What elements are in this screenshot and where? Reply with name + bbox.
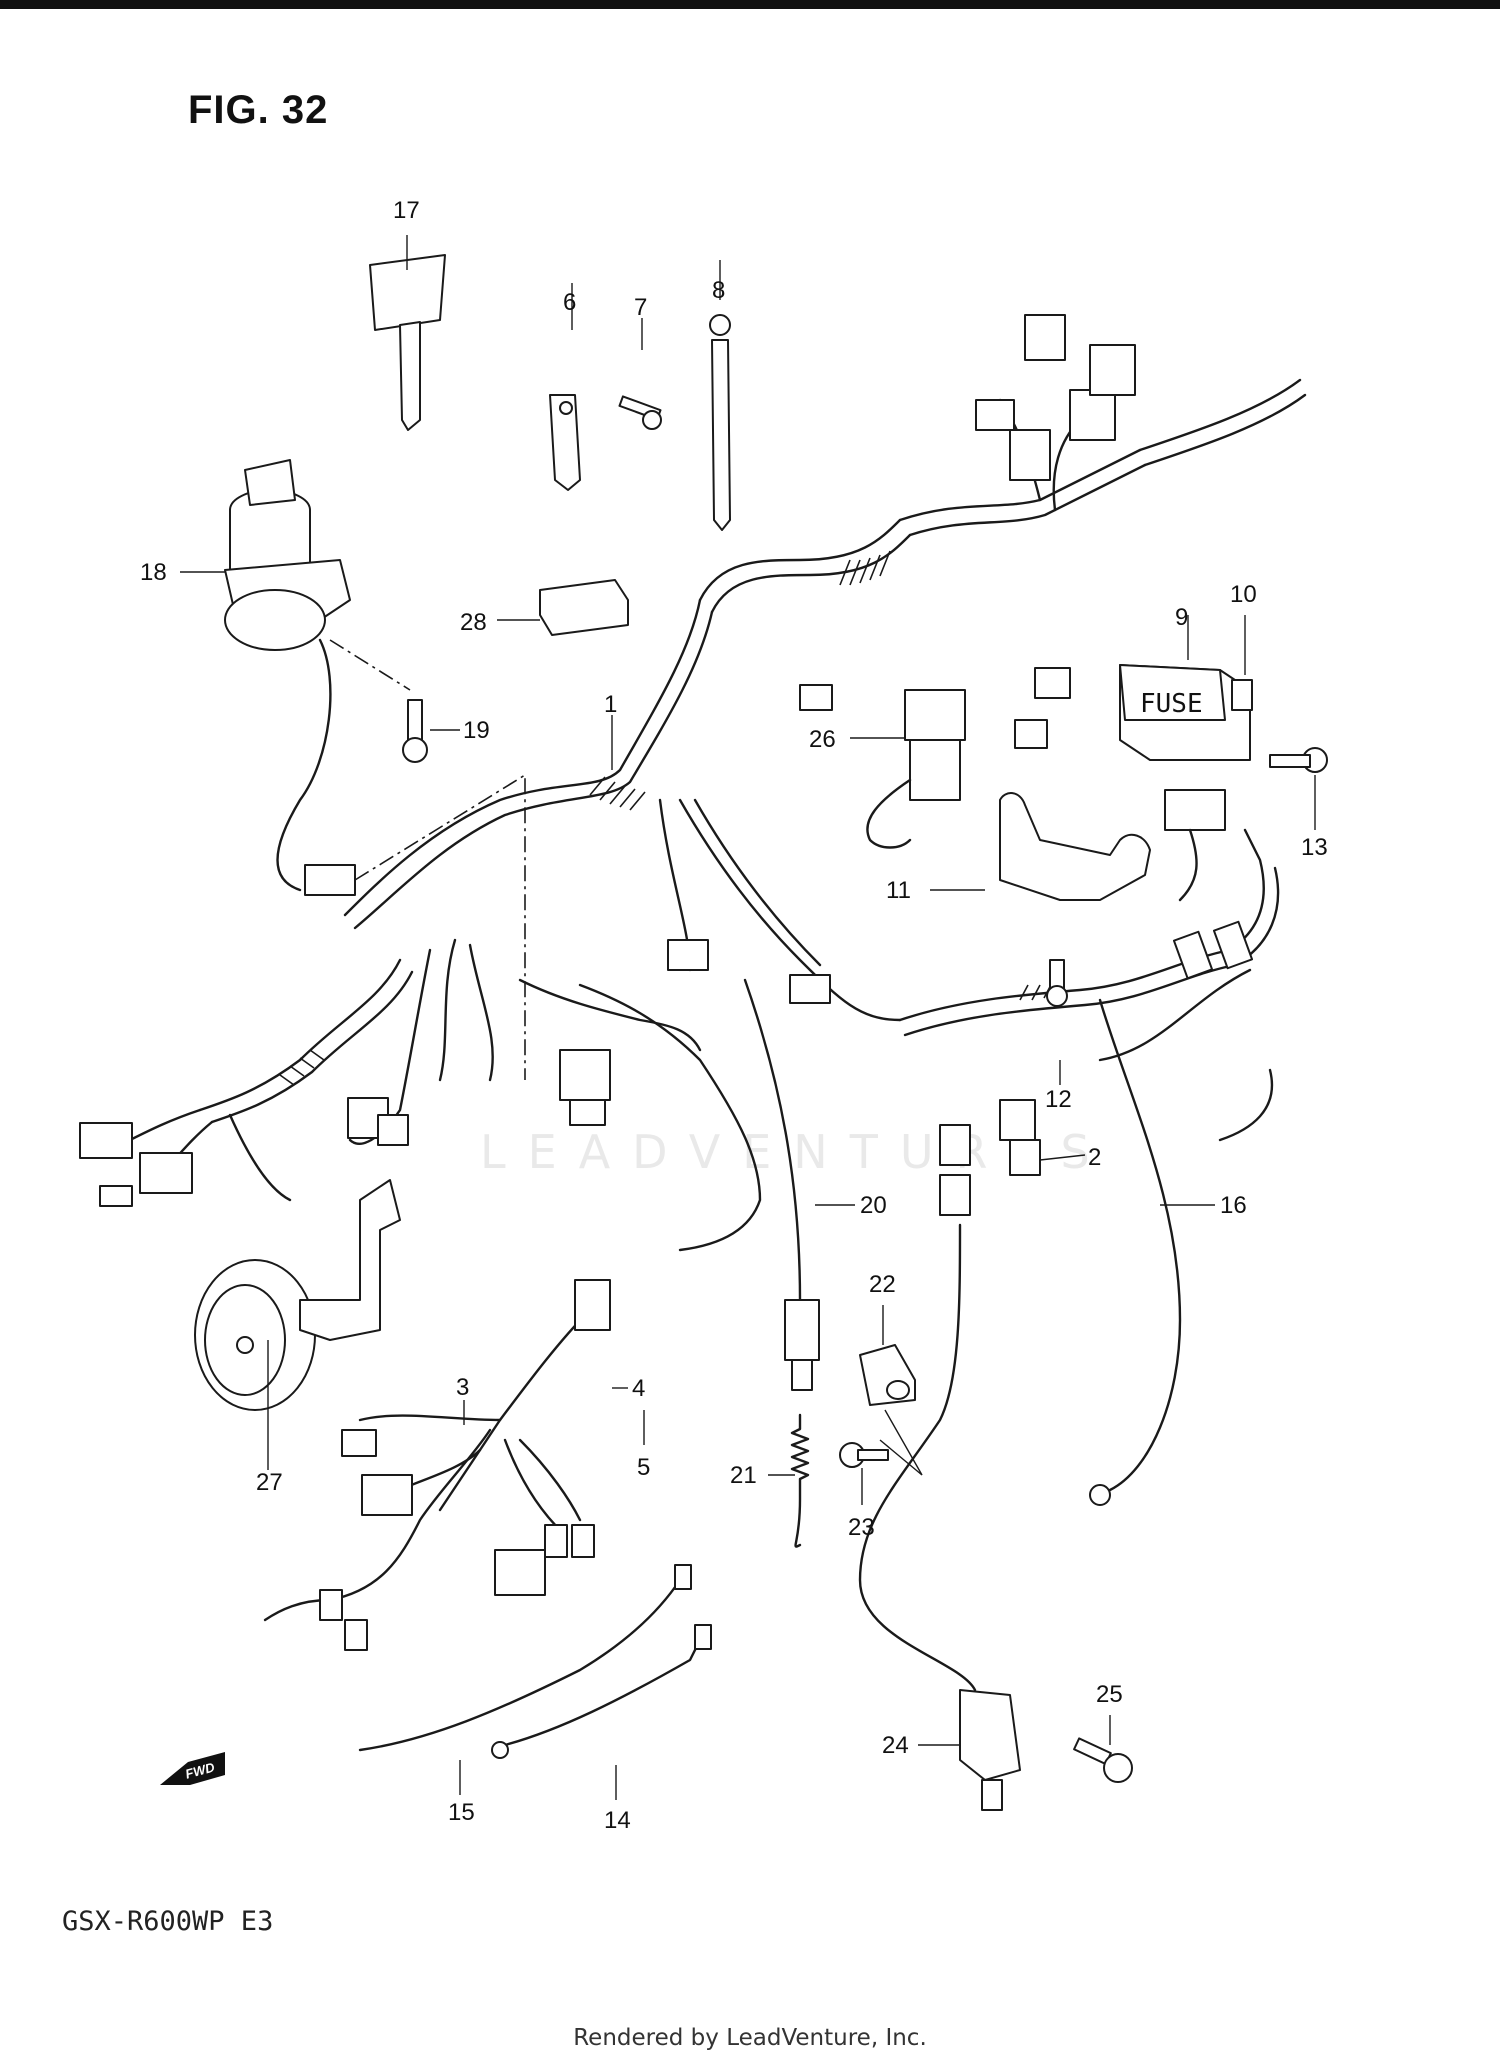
part-26-relay bbox=[866, 689, 966, 849]
callout-6: 6 bbox=[563, 289, 576, 316]
callout-14: 14 bbox=[604, 1807, 631, 1834]
part-25-bolt bbox=[1073, 1737, 1133, 1783]
callout-20: 20 bbox=[860, 1192, 887, 1219]
model-code: GSX-R600WP E3 bbox=[62, 1906, 274, 1937]
leader-lines bbox=[180, 235, 1316, 1800]
callout-10: 10 bbox=[1230, 581, 1257, 608]
callout-23: 23 bbox=[848, 1514, 875, 1541]
part-16-terminal bbox=[1089, 1484, 1111, 1506]
callout-12: 12 bbox=[1045, 1086, 1072, 1113]
callout-5: 5 bbox=[637, 1454, 650, 1481]
part-13-bolt bbox=[1269, 747, 1328, 773]
part-6-bracket bbox=[549, 394, 581, 491]
guide-line-18 bbox=[354, 773, 526, 1080]
part-10-fuse bbox=[1231, 679, 1253, 711]
part-11-bracket bbox=[999, 792, 1151, 901]
callout-9: 9 bbox=[1175, 604, 1188, 631]
callout-labels: 1 2 3 4 5 6 7 8 9 10 11 12 13 14 15 16 1… bbox=[140, 197, 1328, 1834]
callout-18: 18 bbox=[140, 559, 167, 586]
callout-13: 13 bbox=[1301, 834, 1328, 861]
callout-1: 1 bbox=[604, 691, 617, 718]
callout-15: 15 bbox=[448, 1799, 475, 1826]
part-22-bracket bbox=[859, 1344, 916, 1406]
part-14-lead bbox=[491, 1624, 712, 1759]
top-border bbox=[0, 0, 1500, 9]
part-20-switch bbox=[743, 978, 820, 1391]
callout-21: 21 bbox=[730, 1462, 757, 1489]
callout-27: 27 bbox=[256, 1469, 283, 1496]
figure-title: FIG. 32 bbox=[188, 88, 329, 132]
callout-11: 11 bbox=[886, 877, 911, 904]
part-27-horn bbox=[194, 1179, 401, 1411]
part-23-bolt bbox=[839, 1442, 889, 1468]
callout-24: 24 bbox=[882, 1732, 909, 1759]
part-12-bolt bbox=[1046, 959, 1068, 1007]
callout-26: 26 bbox=[809, 726, 836, 753]
part-28-pad bbox=[539, 579, 629, 636]
part-24-sensor bbox=[858, 1223, 1021, 1811]
callout-22: 22 bbox=[869, 1271, 896, 1298]
part-7-bolt bbox=[618, 395, 662, 430]
part-3-sub-harness bbox=[263, 1279, 611, 1651]
callout-2: 2 bbox=[1088, 1144, 1101, 1171]
part-19-screw bbox=[402, 699, 428, 763]
harness-connectors bbox=[79, 314, 1273, 1216]
render-credit: Rendered by LeadVenture, Inc. bbox=[573, 2025, 927, 2051]
guide-line-19 bbox=[329, 639, 411, 691]
callout-28: 28 bbox=[460, 609, 487, 636]
part-15-lead bbox=[358, 1564, 692, 1752]
callout-17: 17 bbox=[393, 197, 420, 224]
callout-8: 8 bbox=[712, 277, 725, 304]
part-22-guide bbox=[879, 1409, 923, 1476]
fwd-arrow-icon: FWD bbox=[160, 1752, 225, 1785]
callout-19: 19 bbox=[463, 717, 490, 744]
callout-7: 7 bbox=[634, 294, 647, 321]
callout-4: 4 bbox=[632, 1375, 645, 1402]
part-2-connector bbox=[1009, 1139, 1041, 1176]
part-9-fuse-box: FUSE bbox=[1119, 664, 1251, 902]
callout-16: 16 bbox=[1220, 1192, 1247, 1219]
callout-3: 3 bbox=[456, 1374, 469, 1401]
part-8-cable-tie bbox=[709, 314, 731, 531]
part-21-spring bbox=[790, 1413, 810, 1548]
part-17-key bbox=[369, 254, 446, 431]
part-18-ignition-switch bbox=[224, 459, 356, 896]
part-16-lead bbox=[1098, 998, 1182, 1492]
fuse-label: FUSE bbox=[1140, 689, 1203, 719]
callout-25: 25 bbox=[1096, 1681, 1123, 1708]
